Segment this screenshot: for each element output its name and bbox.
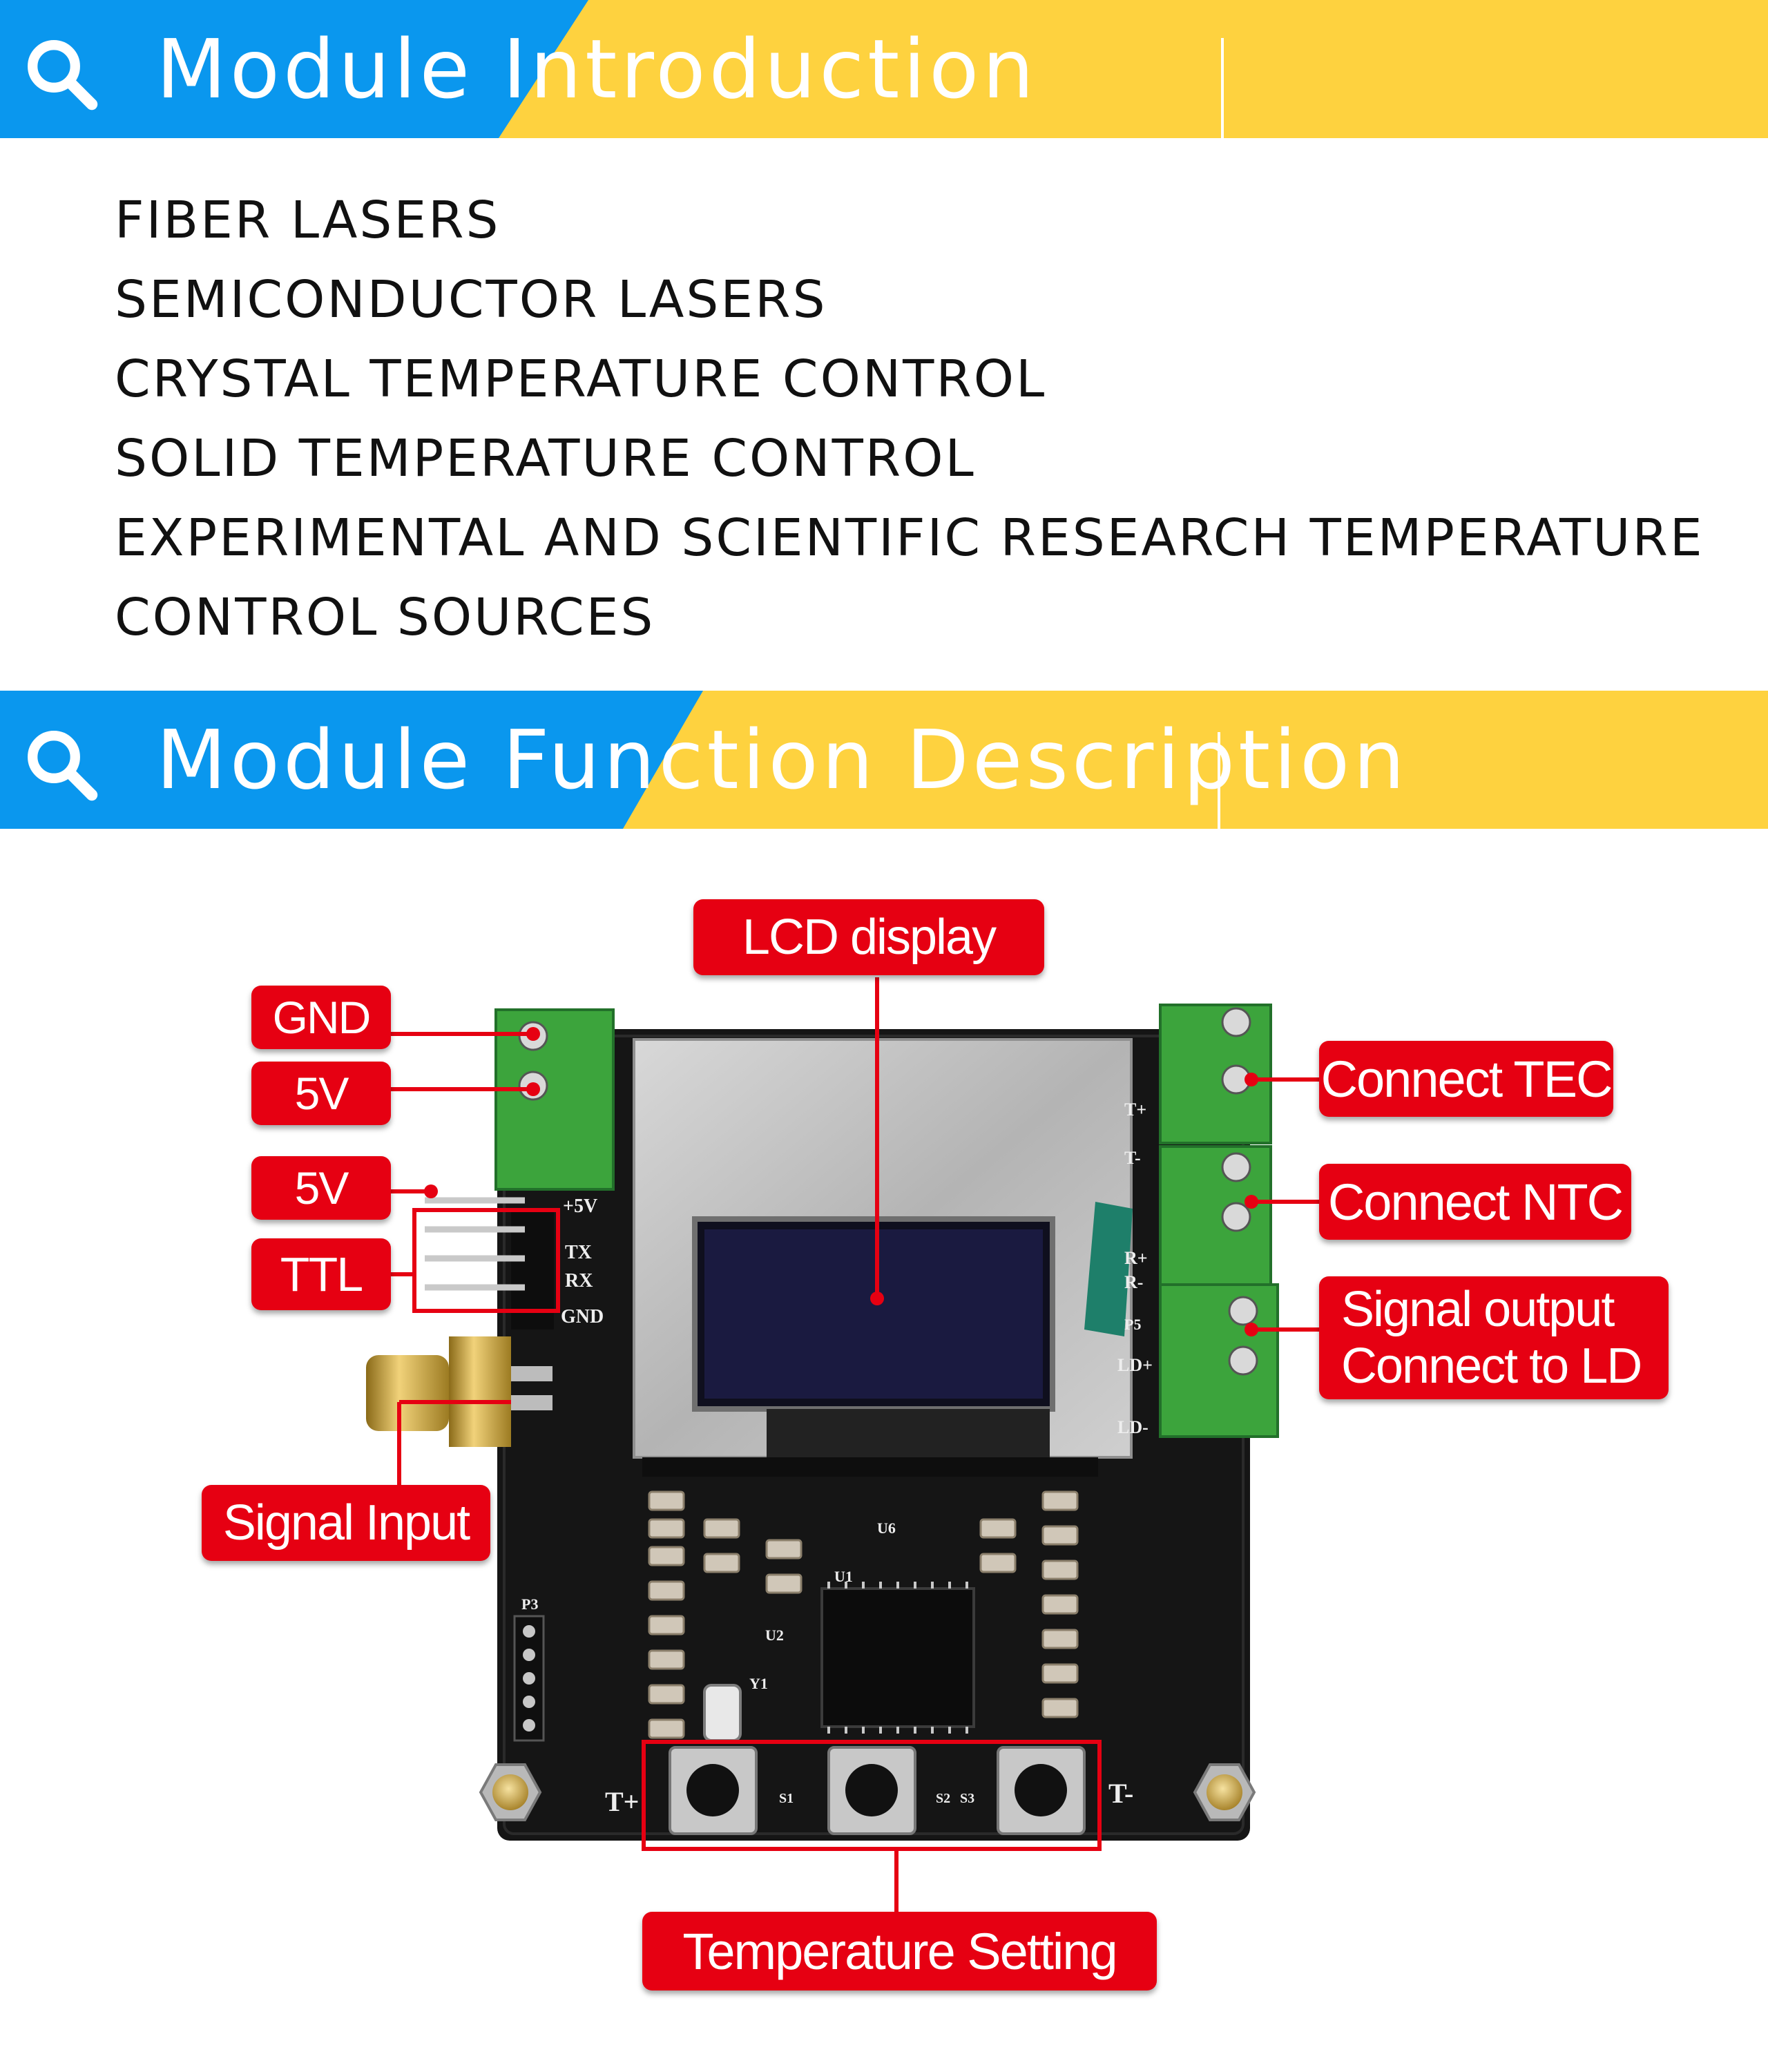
silkscreen: +5V TX RX GND P3 T+ T- R+ R- LD+ LD- P5 … [521, 1100, 1153, 1817]
list-item: SOLID TEMPERATURE CONTROL [115, 429, 976, 488]
function-banner: Module Function Description [0, 691, 1768, 829]
callout-5v-power: 5V [251, 1062, 391, 1125]
svg-text:U6: U6 [877, 1519, 896, 1537]
pin-header-ttl [425, 1197, 554, 1330]
section-title-intro: Module Introduction [156, 21, 1038, 117]
callout-signal-output: Signal output Connect to LD [1319, 1276, 1669, 1399]
main-chip [820, 1582, 975, 1734]
callout-lcd-display: LCD display [693, 899, 1044, 975]
list-item: FIBER LASERS [115, 191, 501, 250]
svg-text:TX: TX [565, 1242, 592, 1263]
callout-gnd: GND [251, 986, 391, 1049]
svg-text:U1: U1 [834, 1568, 853, 1585]
list-item: CRYSTAL TEMPERATURE CONTROL [115, 349, 1047, 409]
module-diagram: +5V TX RX GND P3 T+ T- R+ R- LD+ LD- P5 … [0, 856, 1768, 2031]
terminal-power [494, 1008, 615, 1191]
leader-lines [391, 977, 1323, 1913]
svg-text:T-: T- [1108, 1778, 1133, 1809]
callout-ttl: TTL [251, 1238, 391, 1310]
sma-connector [366, 1336, 552, 1447]
crystal-oscillator [703, 1684, 742, 1742]
svg-text:T+: T+ [605, 1786, 639, 1817]
svg-text:P5: P5 [1124, 1316, 1141, 1333]
callout-5v-header: 5V [251, 1156, 391, 1220]
smd-components [648, 1490, 1079, 1739]
svg-text:LD+: LD+ [1117, 1355, 1153, 1375]
callout-temperature-setting: Temperature Setting [642, 1912, 1157, 1991]
svg-text:RX: RX [565, 1270, 593, 1292]
svg-text:U2: U2 [765, 1627, 784, 1644]
standoff-left [479, 1763, 542, 1821]
svg-text:T+: T+ [1124, 1100, 1146, 1120]
svg-text:S1: S1 [779, 1791, 794, 1806]
terminal-tec [1159, 1004, 1272, 1144]
svg-text:+5V: +5V [563, 1196, 597, 1217]
leader-dots [424, 1027, 1258, 1336]
lcd-module [633, 1038, 1133, 1477]
svg-text:S3: S3 [960, 1791, 974, 1806]
callout-connect-tec: Connect TEC [1319, 1041, 1613, 1117]
svg-text:S2: S2 [936, 1791, 950, 1806]
banner-background [0, 691, 1768, 829]
svg-text:R+: R+ [1124, 1248, 1148, 1268]
pcb-illustration: +5V TX RX GND P3 T+ T- R+ R- LD+ LD- P5 … [366, 977, 1323, 1913]
svg-text:Y1: Y1 [749, 1675, 768, 1692]
search-icon [28, 40, 98, 111]
svg-text:T-: T- [1124, 1148, 1141, 1168]
svg-text:P3: P3 [521, 1595, 538, 1613]
terminal-ntc [1159, 1145, 1272, 1286]
standoff-right [1193, 1763, 1256, 1821]
svg-text:LD-: LD- [1117, 1417, 1149, 1437]
svg-text:R-: R- [1124, 1272, 1143, 1292]
terminal-ld [1159, 1283, 1279, 1438]
list-item: CONTROL SOURCES [115, 588, 655, 647]
list-item: SEMICONDUCTOR LASERS [115, 270, 827, 329]
push-buttons [669, 1746, 1086, 1835]
search-icon [28, 731, 98, 801]
banner-background [0, 0, 1768, 138]
application-list: FIBER LASERS SEMICONDUCTOR LASERS CRYSTA… [115, 181, 1704, 658]
intro-banner: Module Introduction [0, 0, 1768, 138]
callout-connect-ntc: Connect NTC [1319, 1164, 1631, 1240]
pin-header-p3 [513, 1615, 545, 1742]
section-title-function: Module Function Description [156, 712, 1409, 807]
svg-text:GND: GND [561, 1306, 604, 1327]
list-item: EXPERIMENTAL AND SCIENTIFIC RESEARCH TEM… [115, 508, 1704, 568]
callout-signal-input: Signal Input [202, 1485, 490, 1561]
